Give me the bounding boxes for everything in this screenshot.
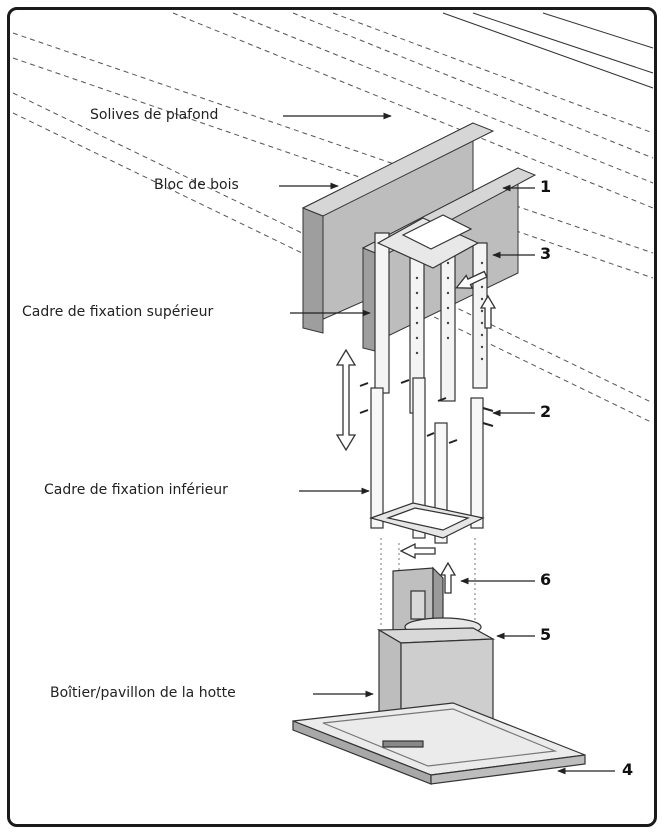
vertical-adjust-arrow — [335, 348, 357, 452]
installation-diagram — [12, 12, 654, 785]
ceiling-joists-label: Solives de plafond — [90, 107, 219, 123]
upward-arrows — [439, 294, 497, 594]
hood-canopy — [292, 702, 586, 785]
hood-body-label: Boîtier/pavillon de la hotte — [50, 685, 236, 701]
lower-frame-label: Cadre de fixation inférieur — [44, 482, 228, 498]
upper-frame-label: Cadre de fixation supérieur — [22, 304, 214, 320]
diagram-frame: Solives de plafond Bloc de bois Cadre de… — [7, 7, 657, 827]
callout-1: 1 — [540, 177, 552, 196]
upper-frame-holes — [415, 261, 484, 361]
fan-motor — [392, 566, 482, 639]
wood-block-label: Bloc de bois — [154, 177, 239, 193]
insert-arrows — [399, 270, 488, 560]
callout-2: 2 — [540, 402, 552, 421]
ceiling-lines — [442, 12, 654, 89]
wood-block-left — [301, 122, 495, 334]
callout-5: 5 — [540, 625, 552, 644]
callout-3: 3 — [540, 244, 552, 263]
screws — [359, 379, 494, 444]
guide-lines — [380, 538, 476, 628]
leader-lines — [279, 112, 615, 775]
lower-mounting-frame — [369, 377, 485, 544]
callout-4: 4 — [622, 760, 634, 779]
callout-6: 6 — [540, 570, 552, 589]
